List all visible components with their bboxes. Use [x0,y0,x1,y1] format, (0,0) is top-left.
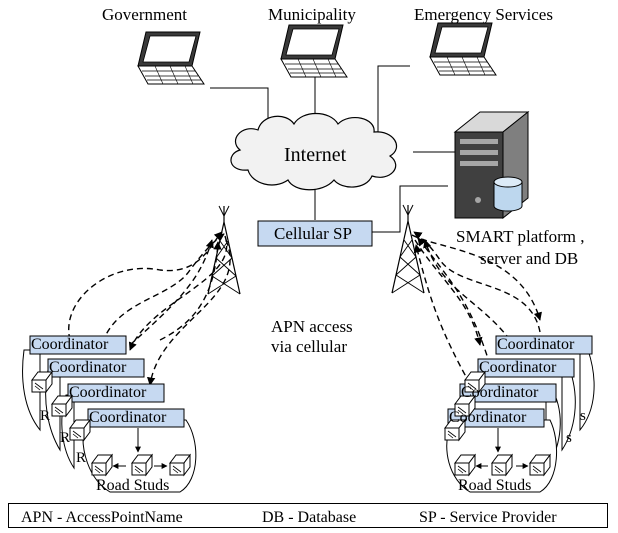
svg-text:R: R [60,430,70,446]
svg-text:s: s [580,408,586,424]
road-studs-label-left: Road Studs [96,477,170,494]
coordinator-boxes-right [447,335,593,428]
coordinator-label: Coordinator [89,409,167,426]
database-icon [493,176,523,212]
legend-sp: SP - Service Provider [419,509,557,526]
cellular-sp-box [257,220,373,247]
legend-box: APN - AccessPointName DB - Database SP -… [8,503,608,528]
label-apn-line1: APN access [271,317,353,336]
svg-text:R: R [40,408,50,424]
label-municipality: Municipality [268,5,356,24]
municipality-laptop-icon [280,24,348,78]
stud-arrows [112,428,529,469]
coordinator-label: Coordinator [479,359,557,376]
coordinator-label: Coordinator [461,384,539,401]
label-platform-line1: SMART platform , [456,227,585,246]
label-platform-line2: server and DB [480,249,579,268]
coordinator-label: Coordinator [69,384,147,401]
emergency-services-laptop-icon [429,22,497,76]
connection-lines [210,65,457,233]
internet-cloud-icon [230,112,397,191]
svg-text:R: R [76,450,86,466]
coordinator-label: Coordinator [31,336,109,353]
label-emergency-services: Emergency Services [414,5,553,24]
hidden-cluster-labels: R R R s s [40,408,586,466]
legend-apn: APN - AccessPointName [21,509,183,526]
legend-db: DB - Database [262,509,357,526]
wireless-links [68,231,542,386]
cell-tower-right-icon [391,204,425,294]
coordinator-label: Coordinator [449,409,527,426]
label-apn-line2: via cellular [271,337,347,356]
label-cellular-sp: Cellular SP [274,224,352,243]
coordinator-label: Coordinator [497,336,575,353]
coordinator-boxes-left [29,335,185,428]
svg-text:s: s [566,430,572,446]
label-government: Government [102,5,187,24]
coordinator-label: Coordinator [49,359,127,376]
label-internet: Internet [284,144,347,166]
road-studs-label-right: Road Studs [458,477,532,494]
government-laptop-icon [137,31,205,85]
